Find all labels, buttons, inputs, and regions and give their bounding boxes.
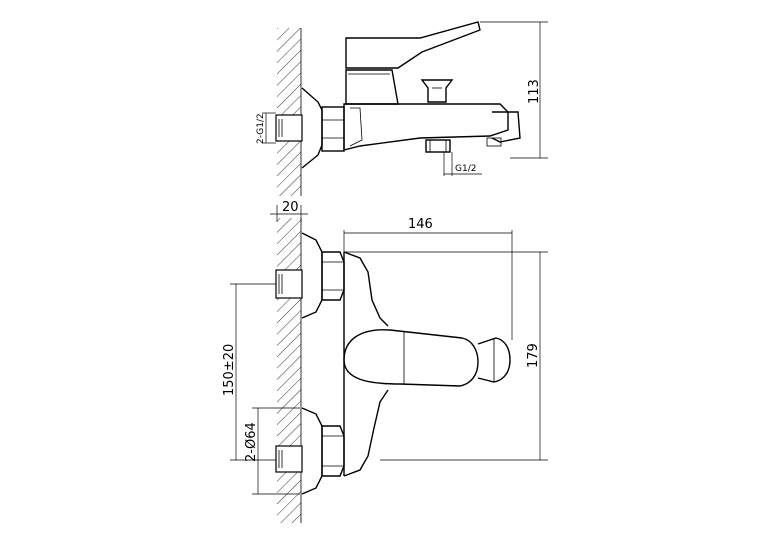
front-lever-tip <box>477 337 511 383</box>
flange-diameter-label: 2-Ø64 <box>244 422 259 462</box>
top-inlet-pipe <box>275 114 303 142</box>
top-diverter-knob <box>420 79 454 103</box>
top-valve-body <box>343 103 509 151</box>
front-view: 20 146 <box>222 200 548 523</box>
wall-thickness-label: 20 <box>282 200 299 215</box>
overall-width-label: 146 <box>408 217 433 232</box>
front-lower-nut <box>321 425 345 477</box>
front-lever <box>343 329 479 387</box>
front-lower-pipe <box>275 445 303 473</box>
overall-height-label: 179 <box>526 343 541 368</box>
front-valve-body <box>343 251 389 477</box>
front-lower-flange <box>301 407 323 495</box>
front-upper-flange <box>301 232 323 319</box>
top-spout <box>491 111 521 143</box>
top-wall-hatch <box>277 28 301 196</box>
front-upper-pipe <box>275 269 303 299</box>
top-flange <box>301 87 323 169</box>
front-upper-nut <box>321 251 345 301</box>
top-lever <box>345 21 481 69</box>
center-distance-label: 150±20 <box>222 344 237 396</box>
top-bottom-outlet <box>425 139 451 153</box>
top-height-label: 113 <box>527 79 542 104</box>
top-thread-bottom-label: G1/2 <box>455 164 476 174</box>
top-hex-nut <box>321 106 345 152</box>
front-wall-hatch <box>277 218 301 523</box>
top-view: 113 G1/2 2-G1/2 <box>256 21 548 196</box>
top-thread-left-label: 2-G1/2 <box>256 113 266 144</box>
top-cartridge <box>345 69 399 105</box>
